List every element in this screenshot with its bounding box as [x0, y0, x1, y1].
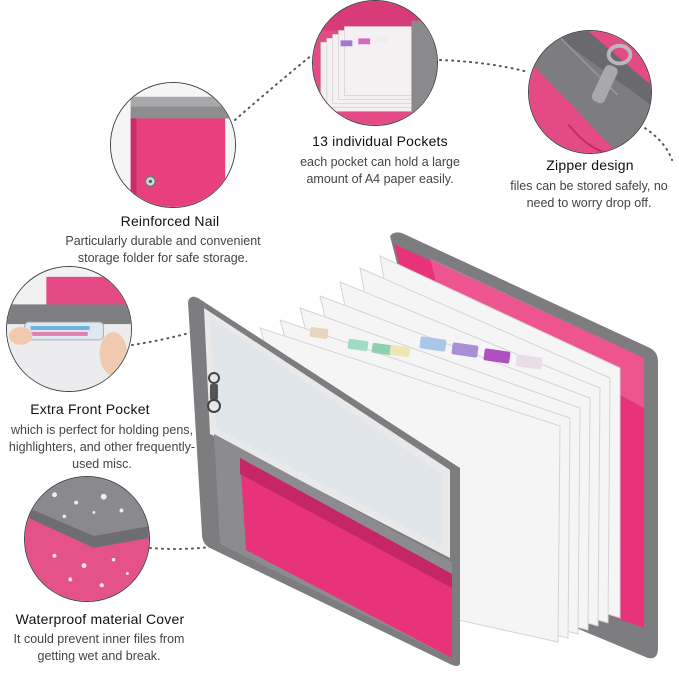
nail-description: Particularly durable and convenient stor…	[65, 234, 261, 265]
zipper-closeup-image	[528, 30, 652, 154]
waterproof-description: It could prevent inner files from gettin…	[13, 632, 185, 663]
zipper-title: Zipper design	[546, 157, 634, 173]
front-pocket-description: which is perfect for holding pens, highl…	[8, 423, 196, 471]
waterproof-title: Waterproof material Cover	[15, 611, 185, 627]
nail-title: Reinforced Nail	[120, 213, 220, 229]
pockets-title: 13 individual Pockets	[312, 133, 448, 149]
zipper-description: files can be stored safely, no need to w…	[510, 179, 668, 210]
pockets-description: each pocket can hold a large amount of A…	[300, 155, 460, 186]
zipper-pull-icon	[207, 372, 221, 413]
pockets-closeup-image	[312, 0, 438, 126]
expanding-file-folder-image	[188, 232, 658, 666]
front-pocket-title: Extra Front Pocket	[30, 401, 150, 417]
reinforced-nail-image	[110, 82, 236, 208]
front-pocket-image	[6, 266, 132, 392]
waterproof-cover-image	[24, 476, 150, 602]
zipper-pull-icon	[591, 43, 633, 104]
